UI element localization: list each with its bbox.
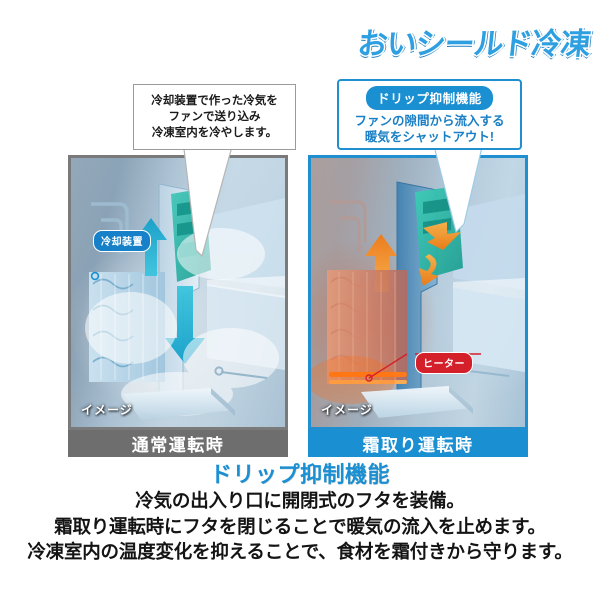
panel-left-diagram [71, 158, 285, 427]
bottom-description: ドリップ抑制機能 冷気の出入り口に開閉式のフタを装備。 霜取り運転時にフタを閉じ… [0, 462, 600, 564]
callout-left-line-3: 冷凍室内を冷やします。 [151, 127, 278, 140]
brand-logo-text: おいシールド冷凍 [355, 27, 592, 62]
illustration-panel-normal: 冷却装置 イメージ [68, 155, 288, 430]
bottom-line-2: 霜取り運転時にフタを閉じることで暖気の流入を止めます。 [54, 515, 546, 537]
callout-normal-operation: 冷却装置で作った冷気を ファンで送り込み 冷凍室内を冷やします。 [133, 84, 296, 150]
callout-right-line-2: 暖気をシャットアウト! [364, 130, 495, 144]
callout-drip-suppression: ドリップ抑制機能 ファンの隙間から流入する 暖気をシャットアウト! [337, 79, 522, 150]
bottom-line-1: 冷気の出入り口に開閉式のフタを装備。 [135, 490, 465, 512]
pill-drip-suppression: ドリップ抑制機能 [366, 85, 493, 110]
label-cooling-unit: 冷却装置 [93, 230, 151, 252]
callout-left-line-2: ファンで送り込み [168, 110, 261, 123]
callout-left-line-1: 冷却装置で作った冷気を [151, 94, 278, 107]
brand-logo: おいシールド冷凍 [356, 18, 592, 64]
caption-normal-operation: 通常運転時 [68, 430, 288, 457]
watermark-image-left: イメージ [81, 403, 133, 417]
panel-left-artwork [71, 158, 285, 427]
bottom-heading: ドリップ抑制機能 [209, 462, 390, 487]
label-heater: ヒーター [415, 352, 473, 374]
watermark-image-right: イメージ [321, 403, 373, 417]
caption-defrost-operation: 霜取り運転時 [308, 430, 528, 457]
bottom-line-3: 冷凍室内の温度変化を抑えることで、食材を霜付きから守ります。 [27, 540, 573, 562]
callout-right-line-1: ファンの隙間から流入する [354, 113, 505, 128]
